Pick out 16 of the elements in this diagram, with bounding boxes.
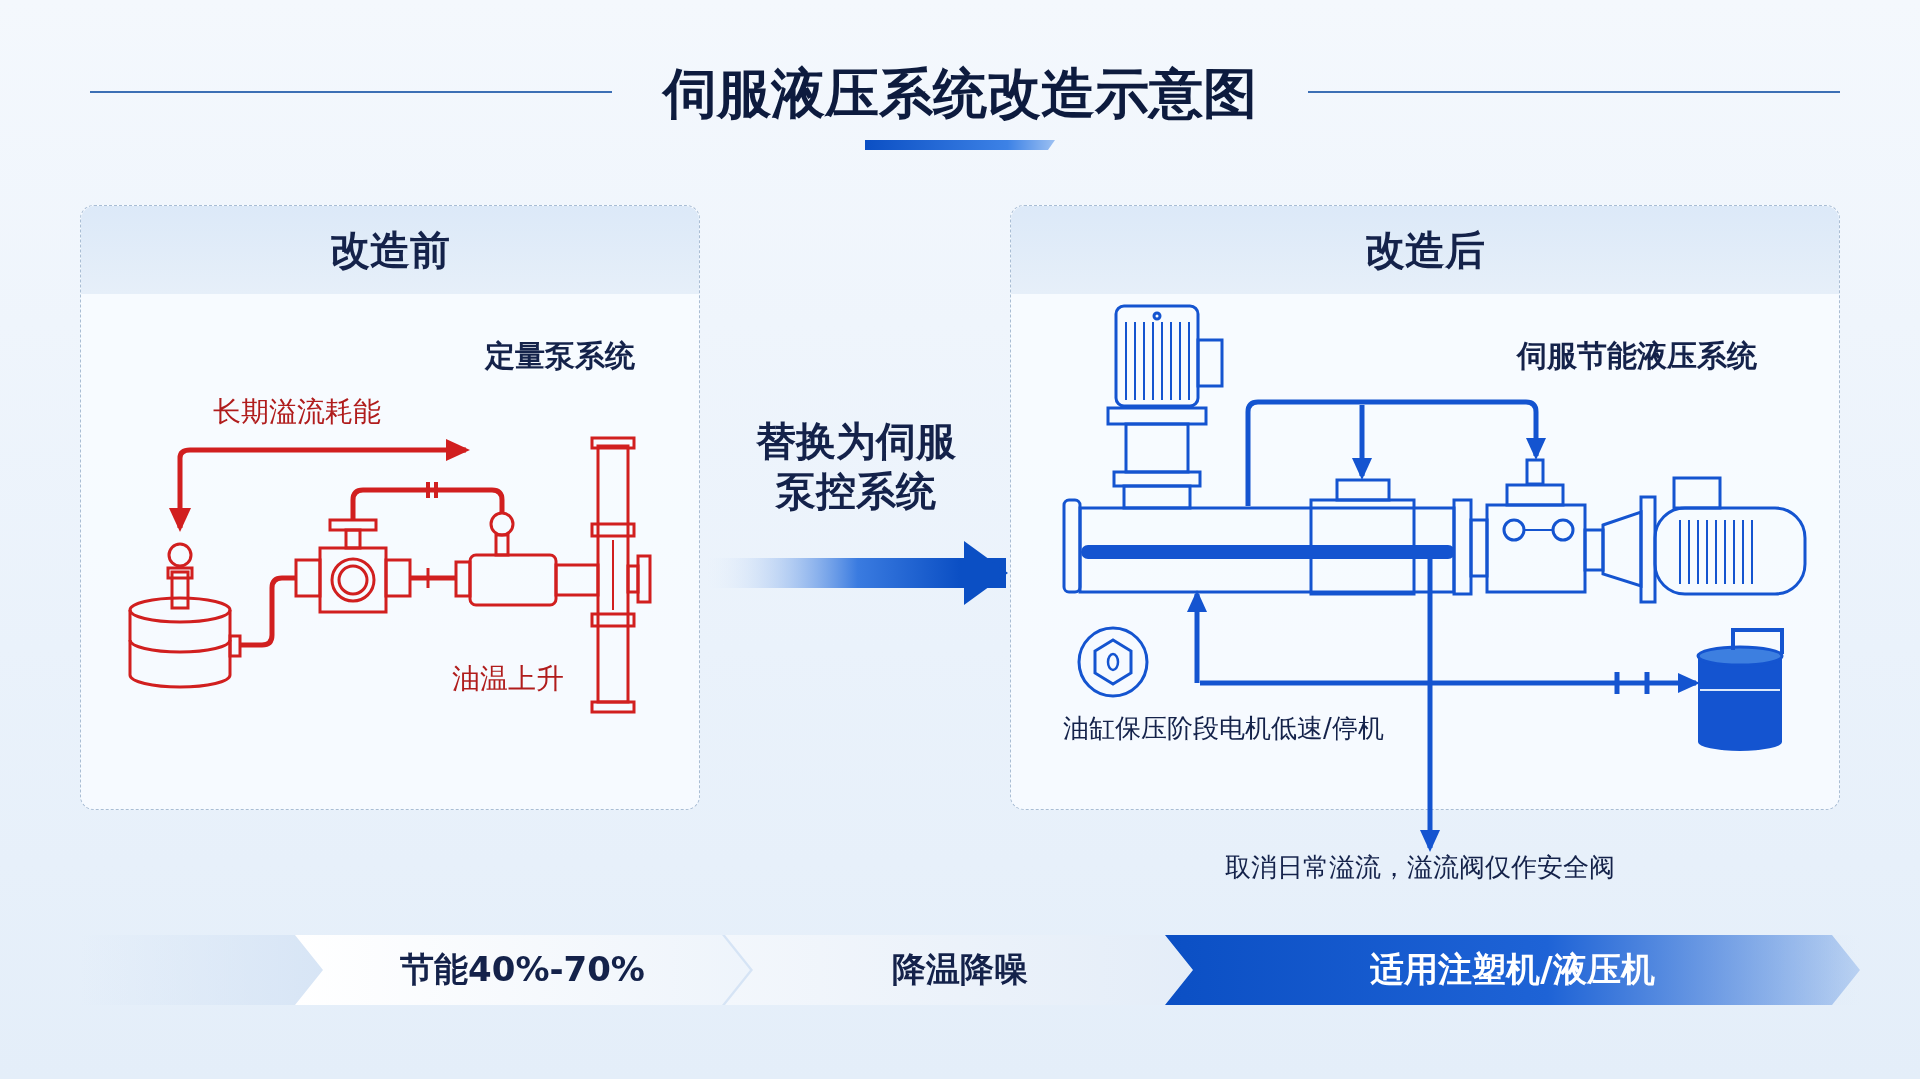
system-label: 伺服节能液压系统	[1517, 337, 1757, 375]
chevron-banner: 降温降噪	[725, 935, 1195, 1005]
chevron-banner: 节能40%-70%	[295, 935, 750, 1005]
title: 伺服液压系统改造示意图	[663, 61, 1257, 127]
arrow	[1420, 556, 1440, 852]
callout-text: 长期溢流耗能	[213, 394, 381, 430]
callout-text: 油缸保压阶段电机低速/停机	[1063, 712, 1384, 745]
panel-header: 改造前	[81, 206, 699, 294]
callout-text: 油温上升	[452, 661, 564, 697]
system-label: 定量泵系统	[485, 337, 635, 375]
panel-header: 改造后	[1011, 206, 1839, 294]
edge-label: 替换为伺服泵控系统	[754, 417, 957, 516]
panel	[80, 205, 700, 810]
panel	[1010, 205, 1840, 810]
callout-text: 取消日常溢流，溢流阀仅作安全阀	[1225, 850, 1615, 885]
chevron-banner: 适用注塑机/液压机	[1165, 935, 1860, 1005]
